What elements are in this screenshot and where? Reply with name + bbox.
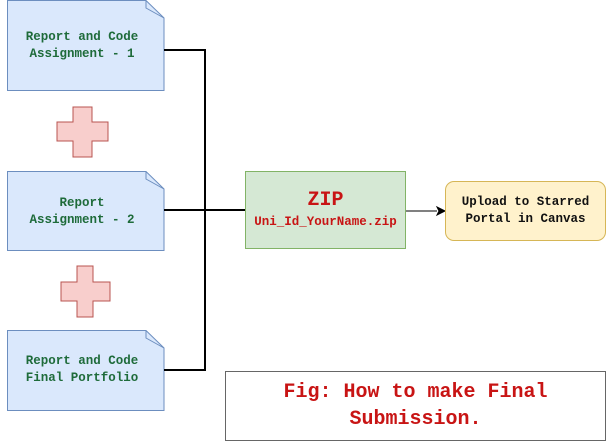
document-1-label: Report and Code Assignment - 1 [8,14,156,78]
document-2-shape [7,171,165,251]
zip-title: ZIP [307,189,344,212]
document-1-shape [7,0,165,91]
plus-icon [56,106,109,158]
plus-icon [60,265,111,318]
upload-box: Upload to Starred Portal in Canvas [445,181,606,241]
document-3-label: Report and Code Final Portfolio [8,338,156,402]
document-2-line-1: Report [59,196,105,210]
connector-doc1 [164,49,206,210]
upload-line-1: Upload to Starred [461,195,590,209]
document-1-line-2: Assignment - 1 [29,47,135,61]
document-1-line-1: Report and Code [25,30,139,44]
document-3-line-2: Final Portfolio [25,371,139,385]
zip-filename: Uni_Id_YourName.zip [254,215,397,229]
document-1-fold [145,0,165,19]
document-2-label: Report Assignment - 2 [8,180,156,244]
caption-line-1: Fig: How to make Final [283,381,548,404]
document-2-line-2: Assignment - 2 [29,213,135,227]
connector-doc3 [164,210,206,371]
document-3-fold [145,330,165,349]
document-3-shape [7,330,165,411]
document-2-fold [145,171,165,190]
caption-line-2: Submission. [349,408,482,431]
arrow-icon [435,205,447,217]
document-3-line-1: Report and Code [25,354,139,368]
upload-line-2: Portal in Canvas [465,212,586,226]
zip-box: ZIP Uni_Id_YourName.zip [245,171,406,249]
figure-caption: Fig: How to make Final Submission. [225,371,606,441]
